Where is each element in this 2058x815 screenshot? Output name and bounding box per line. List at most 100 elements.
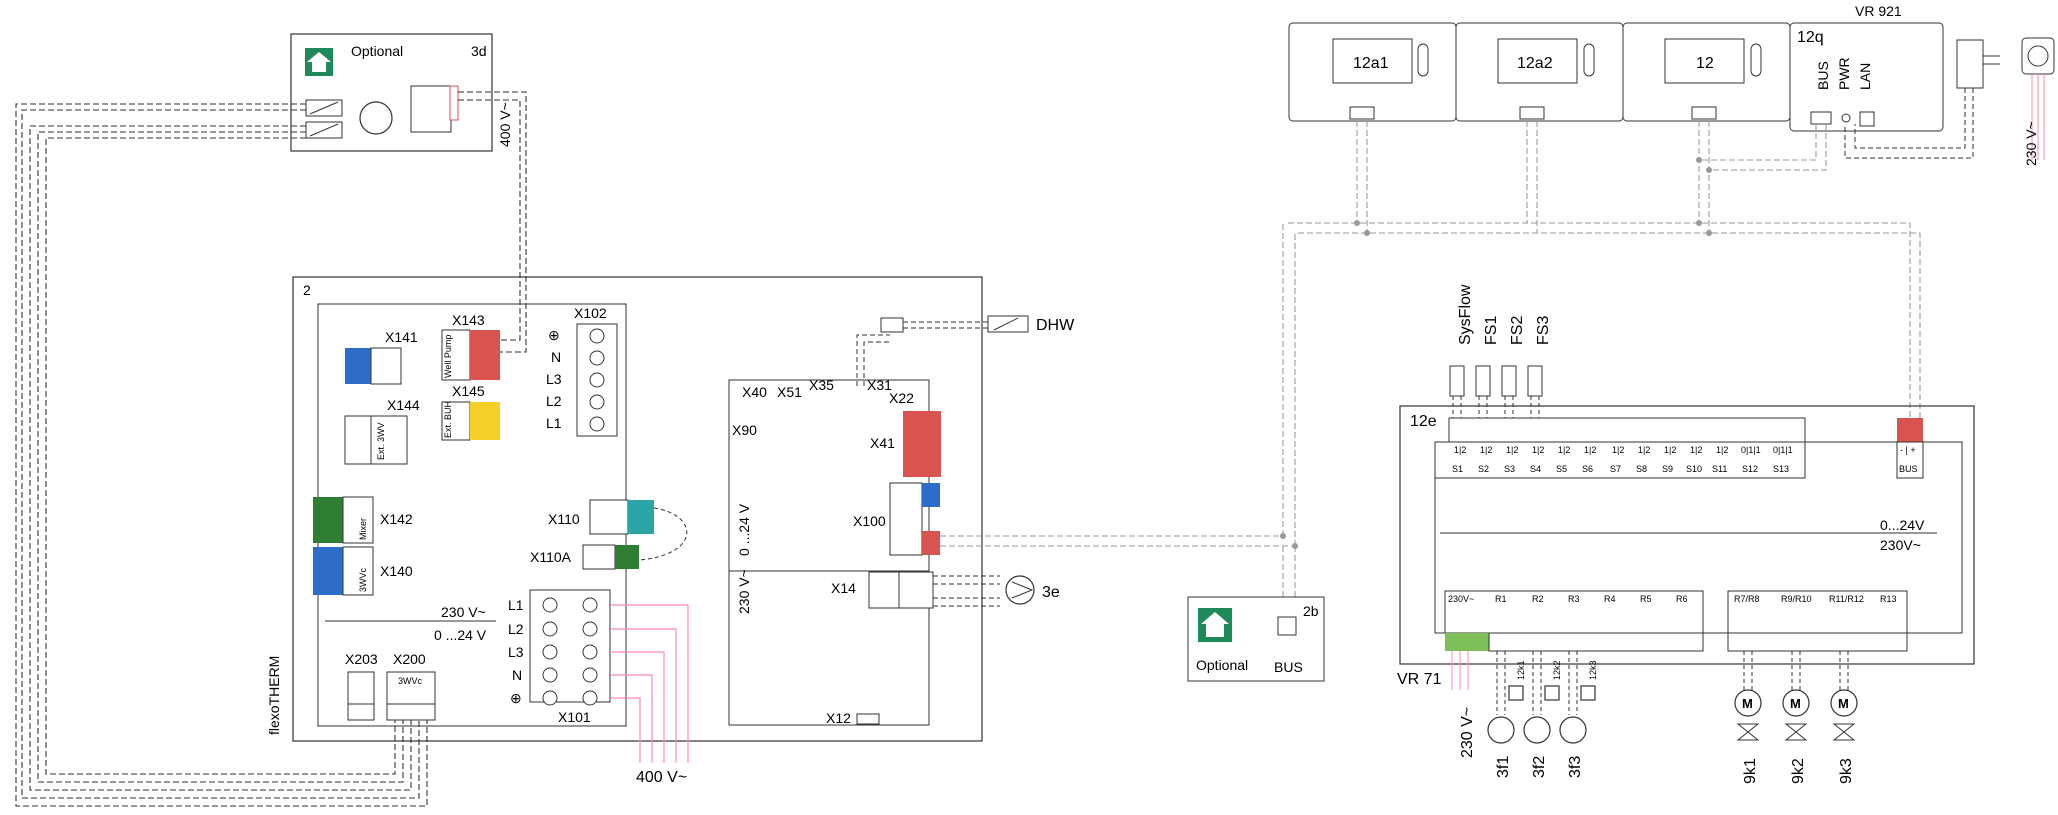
x102-pin-1: ⊕ — [548, 327, 560, 343]
v230-inner-label: 230 V~ — [441, 604, 486, 620]
label-x203: X203 — [345, 651, 378, 667]
pump-tag-12k1: 12k1 — [1516, 660, 1526, 680]
label-x100: X100 — [853, 513, 886, 529]
x100-bus-block — [922, 531, 940, 555]
input-pin-s5: 1|2 — [1558, 445, 1570, 455]
power-adapter: 230 V~ — [1844, 37, 2055, 166]
controller-label-12a2: 12a2 — [1517, 55, 1553, 72]
x141-block — [345, 348, 371, 384]
optional-unit-2b: Optional 2b BUS — [1187, 596, 1325, 682]
relay-12k1-icon — [1508, 685, 1524, 701]
label-x101: X101 — [558, 709, 591, 725]
label-x144: X144 — [387, 397, 420, 413]
label-x102: X102 — [574, 305, 607, 321]
x145-block — [470, 402, 500, 440]
x110-block — [628, 500, 654, 534]
mains-wires-400v — [610, 604, 689, 763]
label-x12: X12 — [826, 710, 851, 726]
input-pin-s12: 0|1|1 — [1741, 445, 1761, 455]
label-x110: X110 — [548, 511, 580, 527]
output-r13: R13 — [1880, 594, 1897, 604]
vr921-port-lan: LAN — [1857, 63, 1873, 90]
pump-3e-icon — [1005, 575, 1035, 605]
pump-tag-12k3: 12k3 — [1588, 660, 1598, 680]
output-r1: R1 — [1495, 594, 1507, 604]
x101-pin-3: L3 — [508, 644, 524, 660]
controllers: 12a1 12a2 12 VR 921 12q BUS PWR LAN — [1288, 3, 2055, 166]
input-s5: S5 — [1556, 464, 1567, 474]
x102-pin-5: L1 — [546, 415, 562, 431]
input-s3: S3 — [1504, 464, 1515, 474]
mixer-motor-2: M — [1790, 696, 1801, 711]
x100-s20-block — [922, 483, 940, 507]
controller-12a1: 12a1 — [1288, 22, 1457, 122]
x41-block — [903, 411, 941, 477]
x101-pin-2: L2 — [508, 621, 524, 637]
pump-3f3-label: 3f3 — [1567, 756, 1584, 778]
input-pin-s1: 1|2 — [1454, 445, 1466, 455]
bus-junctions — [1280, 157, 1712, 549]
vr921-gateway: VR 921 12q BUS PWR LAN — [1789, 3, 1944, 132]
relay-12k2-icon — [1544, 685, 1560, 701]
relay-12k3-icon — [1580, 685, 1596, 701]
mixer-9k2-icon — [1782, 689, 1810, 717]
vr71-number: 12e — [1410, 413, 1437, 430]
input-pin-s8: 1|2 — [1638, 445, 1650, 455]
label-x200: X200 — [393, 651, 426, 667]
sensor-fs2: FS2 — [1509, 316, 1526, 345]
pump-3e: 3e — [933, 575, 1060, 607]
input-pin-s13: 0|1|1 — [1773, 445, 1793, 455]
voltage-400-top: 400 V~ — [497, 102, 513, 147]
output-r11r12: R11/R12 — [1829, 594, 1864, 604]
mixer-9k1-label: 9k1 — [1742, 758, 1759, 784]
house-icon-2b — [1198, 608, 1232, 642]
output-r9r10: R9/R10 — [1781, 594, 1812, 604]
pump-3e-label: 3e — [1042, 584, 1060, 601]
label-x142: X142 — [380, 511, 413, 527]
input-s9: S9 — [1662, 464, 1673, 474]
vr921-title: VR 921 — [1855, 3, 1902, 19]
label-x141: X141 — [385, 329, 418, 345]
controller-12: 12 — [1622, 22, 1791, 122]
input-s10: S10 — [1686, 464, 1702, 474]
vr71-input-row: 1|2 1|2 1|2 1|2 1|2 1|2 1|2 1|2 1|2 1|2 … — [1434, 417, 1806, 479]
controller-label-12: 12 — [1696, 55, 1714, 72]
vr71-supply-label: 230 V~ — [1459, 707, 1476, 758]
vr71-module: 12e VR 71 0...24V 230V~ SysFlow FS1 FS2 … — [1397, 284, 1975, 784]
x140-small: 3WVc — [358, 567, 368, 592]
x142-block — [313, 497, 343, 543]
pump-3f1-label: 3f1 — [1495, 756, 1512, 778]
optional-label-top: Optional — [351, 43, 403, 59]
optional-2b-bus: BUS — [1274, 659, 1303, 675]
pump-3f3-icon — [1559, 716, 1587, 744]
mixer-motor-1: M — [1742, 696, 1753, 711]
input-s13: S13 — [1773, 464, 1789, 474]
x140-block — [313, 547, 343, 595]
vr71-name: VR 71 — [1397, 671, 1442, 688]
flexotherm-label: flexoTHERM — [266, 656, 282, 735]
input-s6: S6 — [1582, 464, 1593, 474]
vr71-v24: 0...24V — [1880, 517, 1925, 533]
v24-inner-label: 0 ...24 V — [434, 627, 487, 643]
output-r4: R4 — [1604, 594, 1616, 604]
input-s7: S7 — [1610, 464, 1621, 474]
vr71-v230: 230V~ — [1880, 537, 1921, 553]
label-x143: X143 — [452, 312, 485, 328]
pump-tag-12k2: 12k2 — [1552, 660, 1562, 680]
output-r6: R6 — [1676, 594, 1688, 604]
output-r5: R5 — [1640, 594, 1652, 604]
x102-pin-3: L3 — [546, 371, 562, 387]
sensor-fs1: FS1 — [1483, 316, 1500, 345]
output-230v: 230V~ — [1448, 594, 1474, 604]
input-pin-s6: 1|2 — [1584, 445, 1596, 455]
vr71-bus-pins: - | + — [1900, 445, 1916, 455]
label-x31: X31 — [867, 377, 892, 393]
x143-block — [470, 330, 500, 380]
input-pin-s2: 1|2 — [1480, 445, 1492, 455]
x101-pin-5: ⊕ — [510, 690, 522, 706]
controller-bus-lines — [1282, 121, 1921, 600]
dhw-label: DHW — [1036, 317, 1075, 334]
x101-pin-1: L1 — [508, 597, 524, 613]
controller-label-12a1: 12a1 — [1353, 55, 1389, 72]
